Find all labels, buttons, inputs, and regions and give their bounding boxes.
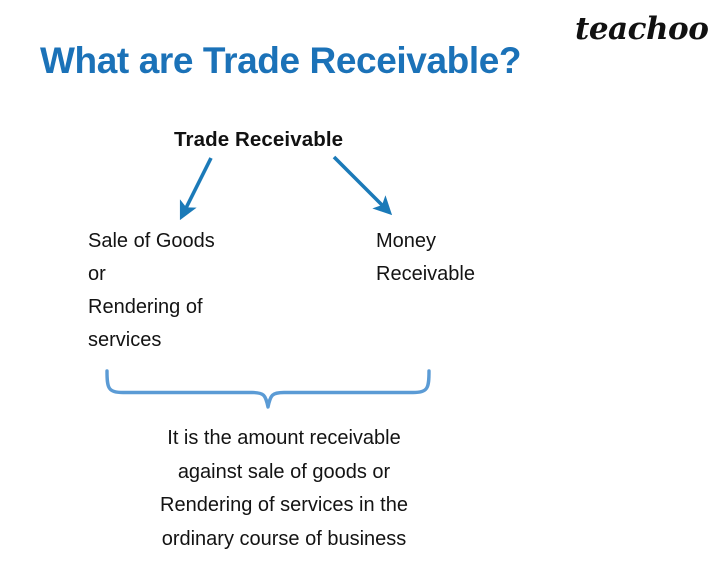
summary-line: Rendering of services in the <box>160 494 408 516</box>
summary-line: against sale of goods or <box>177 460 391 483</box>
branch-line: Rendering of <box>88 296 203 318</box>
summary-line: ordinary course of business <box>161 527 407 550</box>
page-title: What are Trade Receivable? <box>40 40 522 81</box>
branch-label-sale-of-goods: Sale of Goods or Rendering of services <box>88 225 215 357</box>
arrow-to-money-receivable <box>332 155 393 216</box>
branch-line: Money <box>376 230 437 252</box>
arrow-to-sale-of-goods <box>179 157 213 221</box>
branch-line: or <box>88 263 106 285</box>
branch-label-money-receivable: Money Receivable <box>376 225 475 291</box>
diagram-root-node: Trade Receivable <box>174 128 344 151</box>
summary-line: It is the amount receivable <box>167 427 401 449</box>
branch-line: Receivable <box>376 263 475 285</box>
curly-brace-down <box>105 369 431 409</box>
branch-line: services <box>88 329 162 351</box>
teachoo-logo: teachoo <box>575 11 709 47</box>
branch-line: Sale of Goods <box>88 230 215 252</box>
summary-paragraph: It is the amount receivable against sale… <box>64 422 504 556</box>
